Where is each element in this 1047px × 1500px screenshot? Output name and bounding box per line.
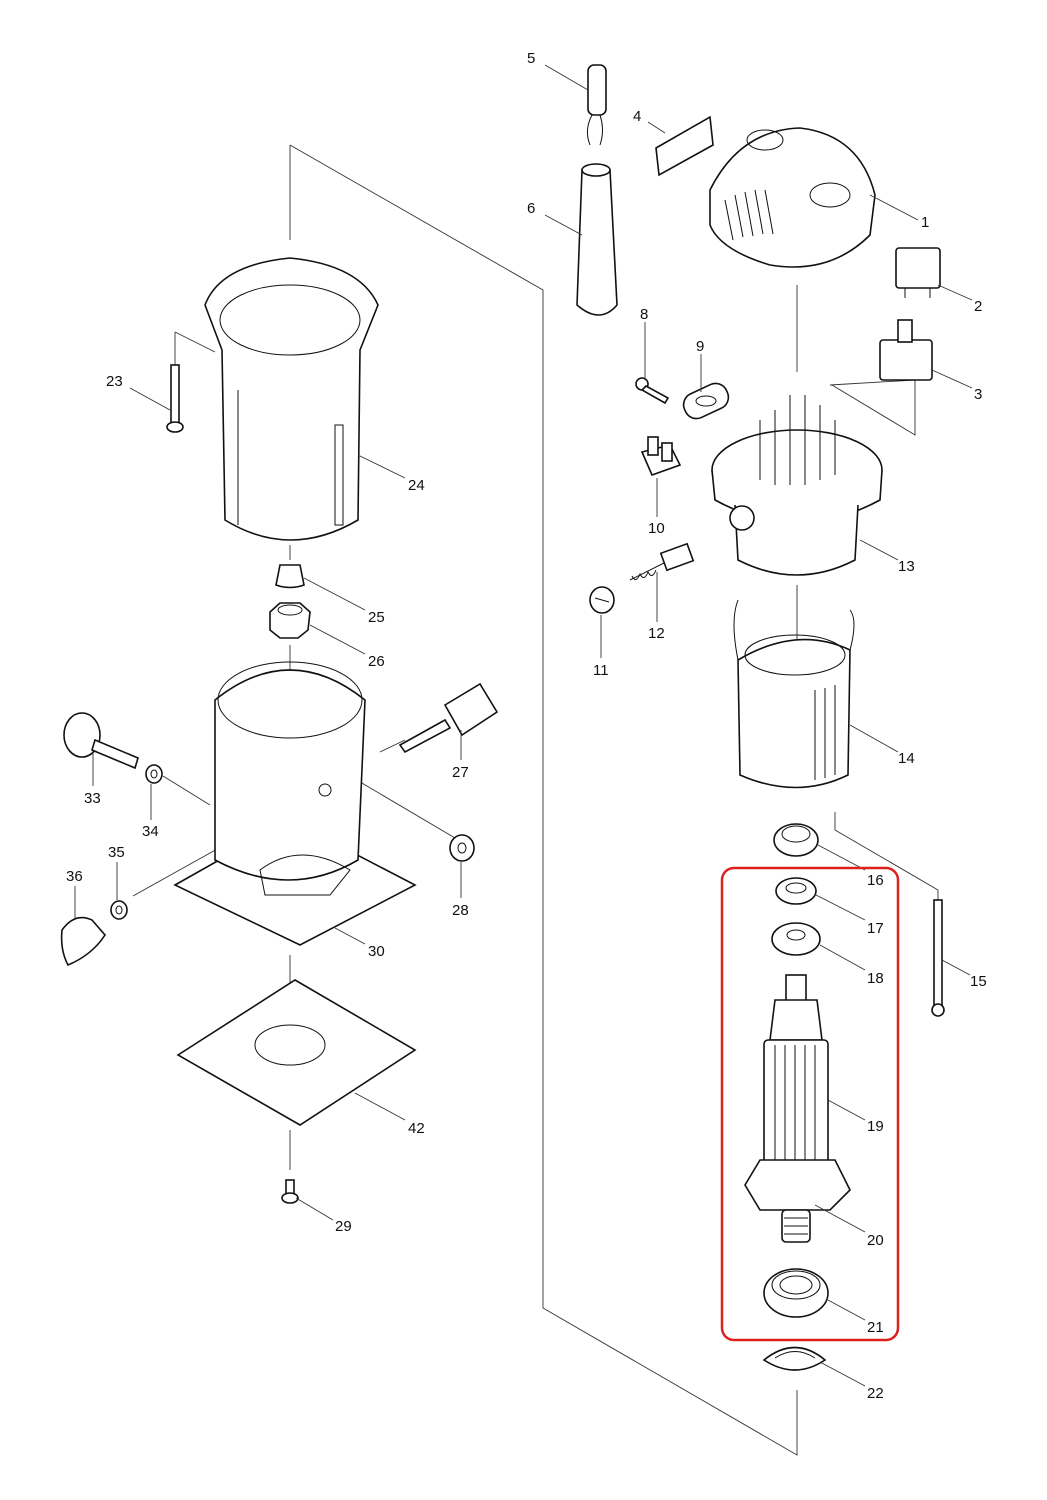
part-14-field — [733, 599, 855, 789]
label-1: 1 — [921, 214, 929, 231]
label-42: 42 — [408, 1120, 425, 1137]
label-12: 12 — [648, 625, 665, 642]
part-2-capacitor — [895, 247, 941, 298]
label-8: 8 — [640, 306, 648, 323]
part-3-switch — [879, 319, 933, 381]
part-29-screw — [281, 1179, 299, 1204]
part-10-terminal — [640, 436, 682, 477]
highlighted-parts-box — [720, 866, 900, 1342]
part-18-rubber-ring — [771, 922, 821, 956]
label-23: 23 — [106, 373, 123, 390]
label-14: 14 — [898, 750, 915, 767]
label-27: 27 — [452, 764, 469, 781]
part-21-ball-bearing — [763, 1268, 829, 1318]
part-13-brush-holder-housing — [711, 395, 883, 576]
part-26-collet-nut — [269, 602, 311, 639]
part-12-carbon-brush — [629, 542, 695, 581]
part-number-labels: 5 4 6 1 2 3 8 9 10 13 12 11 14 16 17 18 … — [66, 50, 987, 1402]
label-10: 10 — [648, 520, 665, 537]
part-15-screw — [931, 899, 945, 1017]
part-34-washer — [145, 764, 163, 784]
label-18: 18 — [867, 970, 884, 987]
label-5: 5 — [527, 50, 535, 67]
part-19-armature — [763, 974, 829, 1166]
part-9-cord-clamp — [682, 382, 730, 420]
label-19: 19 — [867, 1118, 884, 1135]
label-29: 29 — [335, 1218, 352, 1235]
part-23-screw — [166, 364, 184, 433]
label-16: 16 — [867, 872, 884, 889]
part-35-washer — [110, 900, 128, 920]
label-30: 30 — [368, 943, 385, 960]
label-36: 36 — [66, 868, 83, 885]
part-28-nut — [449, 834, 475, 862]
part-36-knob — [60, 916, 106, 967]
part-17-ball-bearing — [775, 877, 817, 905]
part-27-thumb-screw — [398, 682, 499, 754]
label-25: 25 — [368, 609, 385, 626]
part-16-bearing-retainer — [773, 823, 819, 857]
label-15: 15 — [970, 973, 987, 990]
label-4: 4 — [633, 108, 641, 125]
part-42-base-plate — [176, 979, 417, 1126]
label-6: 6 — [527, 200, 535, 217]
part-25-collet-cone — [275, 564, 305, 589]
label-13: 13 — [898, 558, 915, 575]
part-22-insulation-washer — [762, 1346, 827, 1371]
label-22: 22 — [867, 1385, 884, 1402]
label-33: 33 — [84, 790, 101, 807]
part-33-knob-bolt — [63, 712, 139, 770]
leader-lines — [74, 64, 973, 1387]
part-24-motor-housing — [204, 257, 379, 541]
label-9: 9 — [696, 338, 704, 355]
part-4-nameplate — [655, 115, 714, 177]
part-30-base — [173, 661, 417, 946]
label-24: 24 — [408, 477, 425, 494]
part-5-cord-guard — [586, 64, 607, 146]
label-3: 3 — [974, 386, 982, 403]
part-20-fan — [744, 1159, 851, 1243]
label-17: 17 — [867, 920, 884, 937]
part-11-brush-cap — [589, 586, 615, 614]
label-35: 35 — [108, 844, 125, 861]
label-28: 28 — [452, 902, 469, 919]
part-6-cord-boot — [576, 163, 618, 316]
label-21: 21 — [867, 1319, 884, 1336]
label-11: 11 — [593, 662, 609, 679]
label-2: 2 — [974, 298, 982, 315]
label-34: 34 — [142, 823, 159, 840]
label-20: 20 — [867, 1232, 884, 1249]
label-26: 26 — [368, 653, 385, 670]
part-8-screw — [635, 377, 670, 405]
part-1-motor-cover — [709, 127, 876, 268]
